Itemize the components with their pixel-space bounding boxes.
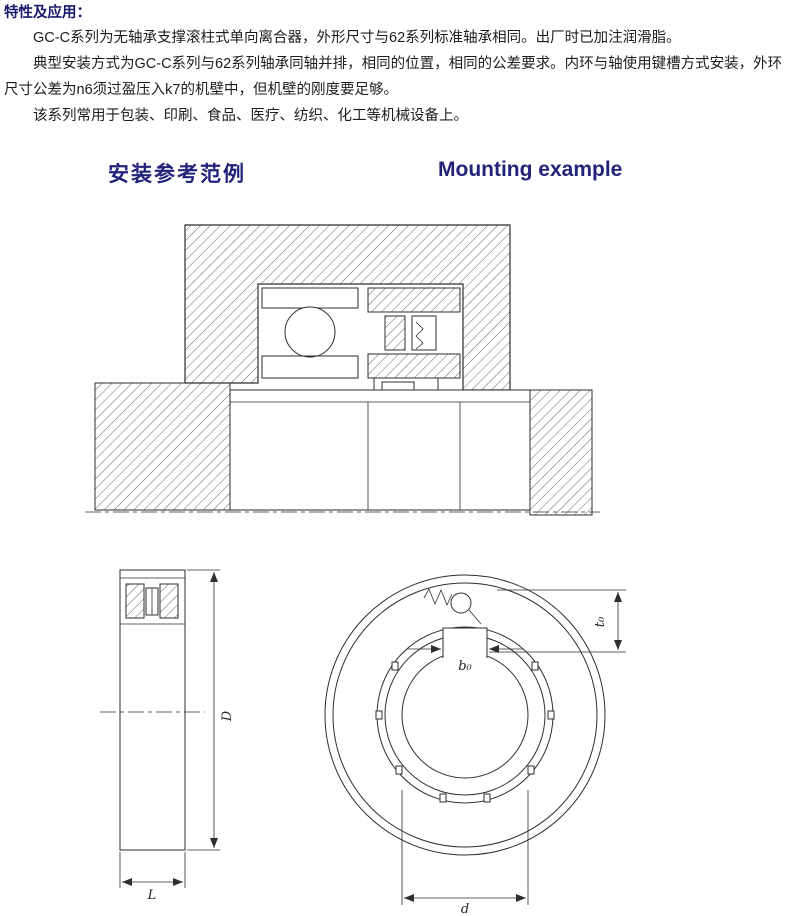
bearing-inner-ring bbox=[261, 355, 359, 379]
cage-slot bbox=[439, 793, 447, 803]
cage-slot bbox=[547, 710, 555, 720]
intro-paragraph-1: GC-C系列为无轴承支撑滚柱式单向离合器，外形尺寸与62系列标准轴承相同。出厂时… bbox=[33, 30, 681, 46]
bearing-outer-ring bbox=[261, 287, 359, 309]
dim-label-b0: b₀ bbox=[458, 659, 472, 674]
sprag-roller bbox=[450, 592, 472, 614]
technical-drawings: D L bbox=[85, 224, 626, 916]
keyway-mask bbox=[443, 628, 487, 658]
dim-label-t0: t₀ bbox=[593, 616, 608, 627]
clutch-spring-pocket bbox=[411, 315, 437, 351]
cage-slot bbox=[483, 793, 491, 803]
clutch-roller bbox=[384, 315, 406, 351]
front-view-drawing: b₀ t₀ d bbox=[324, 574, 626, 916]
section-title-row: 安装参考范例 Mounting example bbox=[0, 158, 800, 192]
clutch-outer-ring bbox=[367, 287, 461, 313]
inner-sleeve bbox=[229, 389, 531, 511]
input-shaft-section bbox=[94, 382, 231, 511]
output-shaft-section bbox=[529, 389, 593, 516]
intro-text-block: 特性及应用： GC-C系列为无轴承支撑滚柱式单向离合器，外形尺寸与62系列标准轴… bbox=[0, 0, 800, 129]
outer-ring-od bbox=[324, 574, 606, 856]
sprag-wedge-line bbox=[468, 609, 482, 625]
section-title-en: Mounting example bbox=[438, 158, 623, 181]
dim-label-L: L bbox=[147, 888, 157, 903]
section-title-zh: 安装参考范例 bbox=[108, 163, 246, 186]
intro-heading: 特性及应用： bbox=[4, 5, 91, 21]
cage-slot bbox=[375, 710, 383, 720]
cage-slot bbox=[527, 765, 535, 775]
bearing-ball bbox=[284, 306, 336, 358]
clutch-spring bbox=[415, 321, 424, 350]
cage-slot bbox=[395, 765, 403, 775]
dim-label-d: d bbox=[461, 902, 469, 916]
intro-paragraph-2: 典型安装方式为GC-C系列与62系列轴承同轴并排，相同的位置，相同的公差要求。内… bbox=[4, 56, 783, 98]
intro-paragraph-3: 该系列常用于包装、印刷、食品、医疗、纺织、化工等机械设备上。 bbox=[33, 108, 468, 124]
cage-slot bbox=[531, 661, 539, 671]
side-view-drawing: D L bbox=[100, 569, 235, 903]
sprag-spring bbox=[423, 588, 453, 607]
mounting-section-drawing bbox=[85, 224, 600, 516]
clutch-inner-ring bbox=[367, 353, 461, 379]
dim-label-D: D bbox=[220, 710, 235, 722]
cage-slot bbox=[391, 661, 399, 671]
outer-ring-section-left bbox=[125, 583, 145, 619]
outer-ring-section-right bbox=[159, 583, 179, 619]
keyway-outline bbox=[442, 627, 488, 658]
outer-ring-od-inner bbox=[332, 582, 598, 848]
